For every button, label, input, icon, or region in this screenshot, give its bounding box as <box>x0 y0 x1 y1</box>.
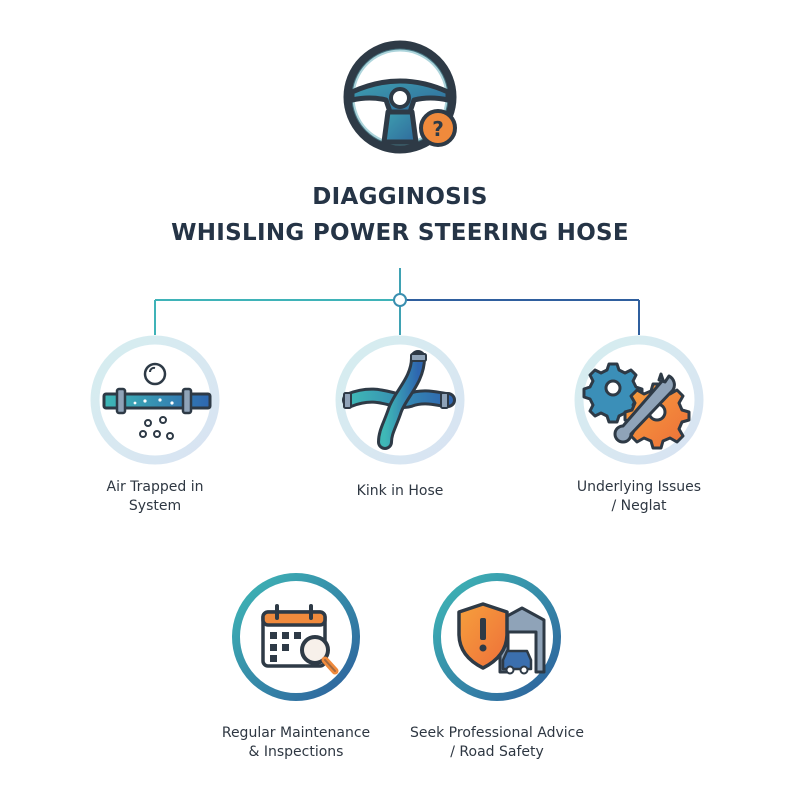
gears-wrench-icon <box>582 362 691 450</box>
pipe-air-bubbles-icon <box>102 362 212 440</box>
shield-garage-car-icon <box>457 602 546 675</box>
cause-air-label: Air Trapped in System <box>106 479 204 514</box>
cause-kink-label: Kink in Hose <box>356 483 444 499</box>
kinked-hose-icon <box>342 350 456 450</box>
cause-kink-node <box>335 335 465 465</box>
action-maintenance-node <box>232 573 360 701</box>
connector-lines <box>154 268 640 335</box>
cause-issues-node <box>574 335 704 465</box>
cause-air-node <box>90 335 220 465</box>
action-advice-node <box>433 573 561 701</box>
action-maintenance-label: Regular Maintenance & Inspections <box>221 725 371 760</box>
cause-issues-label: Underlying Issues / Neglat <box>576 479 702 514</box>
svg-text:?: ? <box>432 117 444 141</box>
diagram-title-line2: WHISLING POWER STEERING HOSE <box>171 220 629 246</box>
calendar-magnifier-icon <box>261 604 339 675</box>
steering-wheel-question-icon: ? <box>343 40 457 154</box>
diagram-title-line1: DIAGGINOSIS <box>312 184 488 210</box>
action-advice-label: Seek Professional Advice / Road Safety <box>410 725 584 760</box>
